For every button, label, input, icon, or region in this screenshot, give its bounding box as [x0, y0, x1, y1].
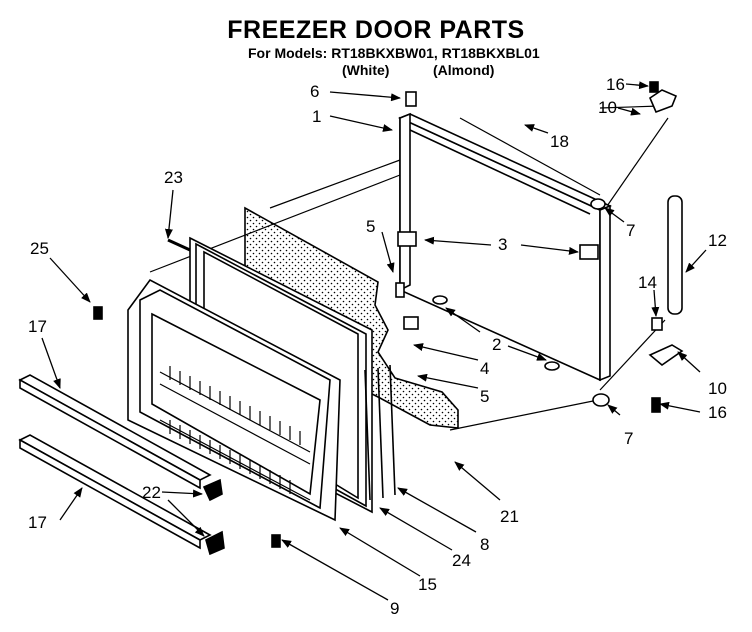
callout-6: 6: [310, 82, 319, 101]
door-shelf-bars: [18, 374, 225, 556]
callout-10: 10: [708, 379, 727, 398]
diagram-title: FREEZER DOOR PARTS: [227, 16, 525, 44]
variant-white-label: (White): [342, 62, 390, 78]
callout-17: 17: [28, 513, 47, 532]
callout-21: 21: [500, 507, 519, 526]
callout-5: 5: [480, 387, 489, 406]
callout-25: 25: [30, 239, 49, 258]
callout-5: 5: [366, 217, 375, 236]
door-panel: [127, 278, 341, 522]
variant-almond-label: (Almond): [433, 62, 495, 78]
insulation-panel: [244, 206, 459, 429]
callout-1: 1: [312, 107, 321, 126]
callout-9: 9: [390, 599, 399, 618]
callout-12: 12: [708, 231, 727, 250]
callout-18: 18: [550, 132, 569, 151]
callout-24: 24: [452, 551, 471, 570]
hinge-brackets: [395, 91, 610, 407]
callout-23: 23: [164, 168, 183, 187]
callout-7: 7: [624, 429, 633, 448]
leader-arrows: [41, 81, 707, 601]
trim-strips: [364, 364, 396, 501]
models-line: For Models: RT18BKXBW01, RT18BKXBL01: [248, 45, 540, 61]
callout-17: 17: [28, 317, 47, 336]
callout-3: 3: [498, 235, 507, 254]
callout-15: 15: [418, 575, 437, 594]
callout-8: 8: [480, 535, 489, 554]
callout-22: 22: [142, 483, 161, 502]
callout-2: 2: [492, 335, 501, 354]
callout-4: 4: [480, 359, 489, 378]
callout-7: 7: [626, 221, 635, 240]
callout-labels: 6 1 18 16 10 23 5 3 7 12 25 14 17 2 4 5 …: [28, 75, 727, 618]
callout-14: 14: [638, 273, 657, 292]
callout-16: 16: [708, 403, 727, 422]
hinge-assembly: [93, 81, 684, 548]
callout-10: 10: [598, 98, 617, 117]
callout-16: 16: [606, 75, 625, 94]
